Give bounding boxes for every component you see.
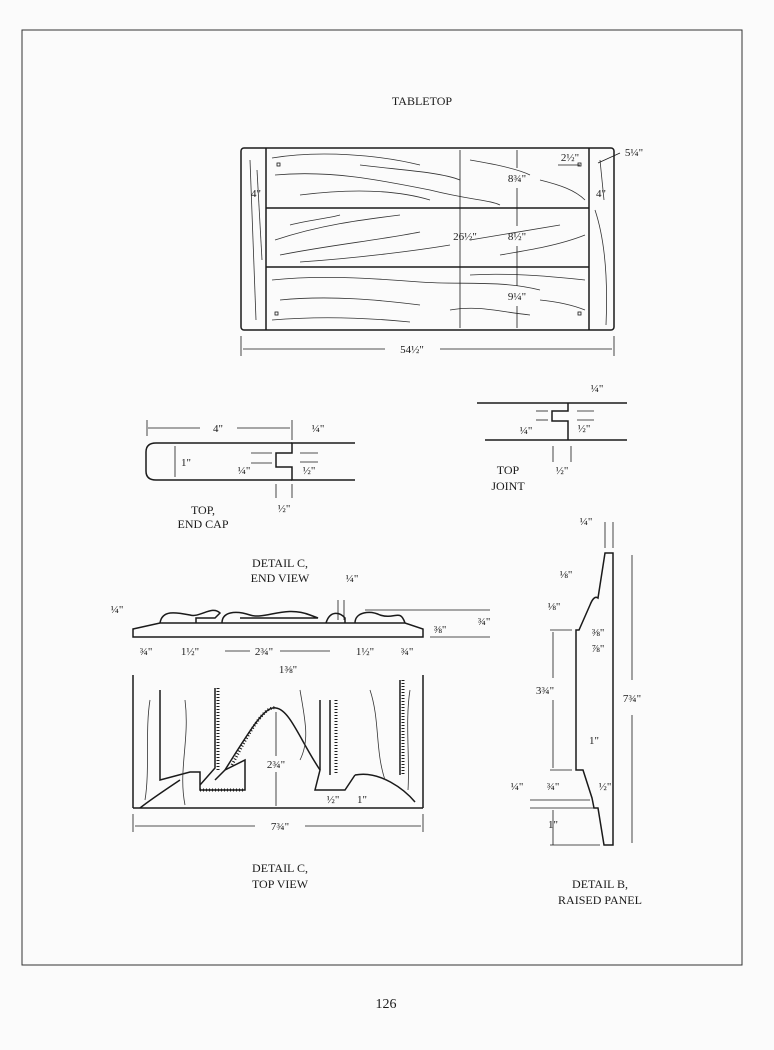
detail-c-top-title-2: TOP VIEW [252,877,309,891]
pin-mark [274,311,279,316]
detail-c-end-title-1: DETAIL C, [252,556,308,570]
top-joint-section: ¼" ¼" ½" ½" TOP JOINT [477,383,627,493]
dim-b-top-edge: ¼" [580,516,593,528]
dim-board-3: 9¼" [508,291,526,303]
page-number: 126 [376,997,397,1012]
dim-tongue-length: ½" [278,503,291,515]
dim-b-step-c: ¾" [547,781,560,793]
dim-b-step-b: ¼" [511,781,524,793]
wood-grain [249,153,607,326]
dim-joint-groove: ½" [578,423,591,435]
top-joint-title-1: TOP [497,463,520,477]
tabletop-outline [240,147,615,331]
base-profile [132,622,424,638]
dim-c-total-height: ¾" [478,616,491,628]
dim-board-2: 8½" [508,231,526,243]
dim-end-cap-left: 4" [251,188,261,200]
detail-b-raised-panel: ¼" ⅛" ⅛" ⅜" ⅞" 3¾" 7¾" 1" ½" ¼" ¾" 1" DE… [511,516,642,907]
detail-c-top-title-1: DETAIL C, [252,861,308,875]
dim-c-width-4: 1½" [356,646,374,658]
dim-end-cap-thickness: 1" [181,457,191,469]
dim-b-total-length: 7¾" [623,693,641,705]
dim-groove-depth: ½" [303,465,316,477]
dim-b-flat-length: 3¾" [536,685,554,697]
end-cap-title-1: TOP, [191,503,215,517]
detail-c-end-title-2: END VIEW [251,571,310,585]
detail-b-title-1: DETAIL B, [572,877,628,891]
dim-c-top-width: 7¾" [271,821,289,833]
dim-c-foot-b: 1" [357,794,367,806]
dim-c-width-2: 1½" [181,646,199,658]
top-joint-profile [551,403,569,440]
dim-c-width-5: ¾" [401,646,414,658]
raised-panel-profile [575,552,614,846]
dim-b-thickness: 1" [589,735,599,747]
dim-b-bevel-a: ⅜" [592,627,605,639]
dim-c-width-1: ¾" [140,646,153,658]
dim-tongue-thickness: ¼" [238,465,251,477]
end-cap-section: 4" 1" ¼" ¼" ½" ½" TOP, END CAP [145,420,355,531]
dim-b-bevel-b: ⅞" [592,643,605,655]
dim-end-cap-right: 4" [596,188,606,200]
dim-tongue-top: ¼" [312,423,325,435]
detail-c-end-view: DETAIL C, END VIEW ¼" ¼" ⅜" ¾" ¾" 1½" 2¾… [111,556,491,676]
dim-board-1: 8¾" [508,173,526,185]
end-cap-title-2: END CAP [177,517,228,531]
dim-b-step-a: ½" [599,781,612,793]
dim-b-foot: 1" [548,819,558,831]
dim-b-bead-b: ⅛" [548,601,561,613]
tabletop-title: TABLETOP [392,94,452,108]
pin-mark [577,311,582,316]
top-joint-title-2: JOINT [491,479,525,493]
dim-joint-tongue: ¼" [520,425,533,437]
dim-c-top-height: 2¾" [267,759,285,771]
pin-mark [577,162,582,167]
end-cap-profile [145,442,292,481]
dim-pin-inset: 5¼" [625,147,643,159]
tabletop-plan: TABLETOP 54½" 26½" 8¾ [240,94,643,356]
dim-joint-tongue-length: ½" [556,465,569,477]
dim-overall-depth: 26½" [453,231,477,243]
dim-overall-width: 54½" [400,344,424,356]
dim-c-width-3: 2¾" [255,646,273,658]
page-frame [21,29,743,966]
dim-c-base-thickness: ⅜" [434,624,447,636]
dim-c-gap: ¼" [346,573,359,585]
dim-b-bead-a: ⅛" [560,569,573,581]
dim-joint-top: ¼" [591,383,604,395]
dim-end-cap-width: 4" [213,423,223,435]
dim-c-foot-a: ½" [327,794,340,806]
detail-c-top-view: 2¾" ½" 1" 7¾" DETAIL C, TOP VIEW [132,675,424,891]
detail-b-title-2: RAISED PANEL [558,893,642,907]
dim-c-edge-bevel: ¼" [111,604,124,616]
dim-c-offset: 1⅜" [279,664,297,676]
dim-pin-offset: 2½" [561,152,579,164]
pin-mark [276,162,281,167]
